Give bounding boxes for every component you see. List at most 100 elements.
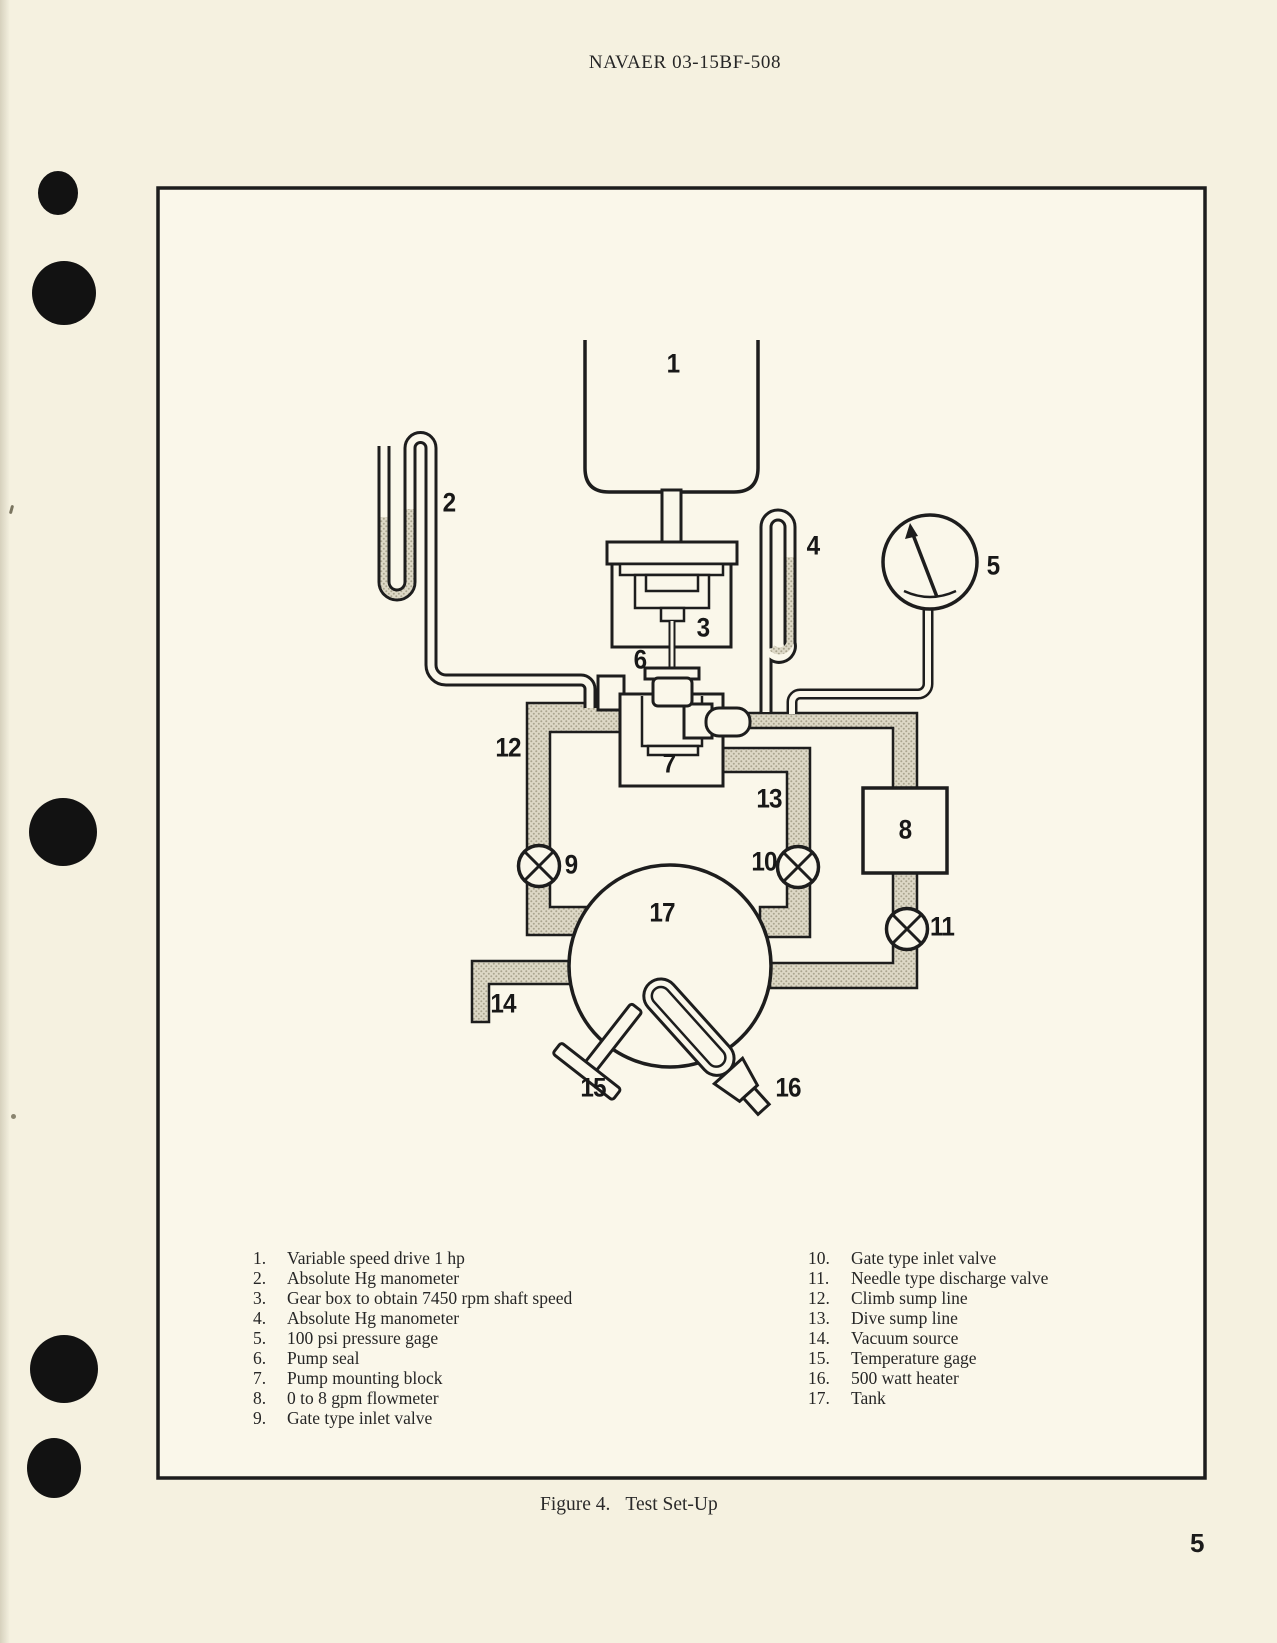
callout-8: 8 <box>898 814 913 845</box>
legend-col-left: 1. Variable speed drive 1 hp 2. Absolute Hg… <box>253 1248 572 1428</box>
legend-item-label: Pump seal <box>287 1348 360 1368</box>
legend-item-number: 1. <box>253 1248 267 1268</box>
punch-hole <box>29 798 97 866</box>
callout-14: 14 <box>490 988 516 1019</box>
legend-item: 11. Needle type discharge valve <box>808 1268 1048 1288</box>
legend-item-label: Pump mounting block <box>287 1368 443 1388</box>
page-edge-shadow <box>0 0 10 1643</box>
legend-item: 8. 0 to 8 gpm flowmeter <box>253 1388 572 1408</box>
legend-item-label: Gate type inlet valve <box>851 1248 997 1268</box>
legend-item-label: Needle type discharge valve <box>851 1268 1049 1288</box>
pressure-gage <box>786 513 979 714</box>
doc-number: NAVAER 03-15BF-508 <box>588 52 782 73</box>
callout-6: 6 <box>633 644 648 675</box>
legend-item-number: 6. <box>253 1348 267 1368</box>
legend-item: 7. Pump mounting block <box>253 1368 572 1388</box>
paper-speck <box>11 1114 16 1119</box>
legend-item-label: Gate type inlet valve <box>287 1408 433 1428</box>
legend-item-number: 12. <box>808 1288 830 1308</box>
callout-3: 3 <box>696 612 711 643</box>
gage-needle-tip <box>905 523 918 539</box>
legend-item: 4.Absolute Hg manometer <box>253 1308 572 1328</box>
legend-item: 2. Absolute Hg manometer <box>253 1268 572 1288</box>
flowmeter <box>861 786 949 875</box>
punch-hole <box>32 261 96 325</box>
legend-item-label: Gear box to obtain 7450 rpm shaft speed <box>287 1288 573 1308</box>
gear-box <box>605 540 739 674</box>
callout-12: 12 <box>495 732 521 763</box>
valve-needle-discharge-11 <box>884 906 930 952</box>
legend-col-right: 10. Gate type inlet valve 11. Needle type d… <box>808 1248 1048 1408</box>
callout-10: 10 <box>751 846 777 877</box>
legend-item-number: 8. <box>253 1388 267 1408</box>
valve-gate-inlet-10 <box>775 844 821 890</box>
pump-mounting-block <box>596 674 752 788</box>
legend-item: 10. Gate type inlet valve <box>808 1248 1048 1268</box>
legend-item-label: Vacuum source <box>851 1328 959 1348</box>
legend-item: 12. Climb sump line <box>808 1288 1048 1308</box>
punch-hole <box>27 1438 81 1498</box>
dive-sump-line <box>716 746 812 939</box>
callout-11: 11 <box>930 911 955 942</box>
legend-item-number: 13. <box>808 1308 830 1328</box>
callout-2: 2 <box>442 487 457 518</box>
legend-item: 13. Dive sump line <box>808 1308 1048 1328</box>
mercury-column <box>769 557 794 655</box>
legend-item: 3. Gear box to obtain 7450 rpm shaft spee… <box>253 1288 572 1308</box>
legend-item: 1. Variable speed drive 1 hp <box>253 1248 572 1268</box>
legend-item: 17. Tank <box>808 1388 1048 1408</box>
legend-item-label: Climb sump line <box>851 1288 968 1308</box>
legend-item-number: 10. <box>808 1248 830 1268</box>
legend-item-number: 11. <box>808 1268 830 1288</box>
pump-seal <box>643 666 701 708</box>
legend-item-label: Temperature gage <box>851 1348 977 1368</box>
legend-item-number: 17. <box>808 1388 830 1408</box>
legend-item-label: Dive sump line <box>851 1308 958 1328</box>
variable-speed-drive <box>583 340 760 548</box>
legend-item: 5. 100 psi pressure gage <box>253 1328 572 1348</box>
legend-item-label: 0 to 8 gpm flowmeter <box>287 1388 439 1408</box>
gage-needle <box>910 531 939 598</box>
legend-item-number: 15. <box>808 1348 830 1368</box>
callout-16: 16 <box>775 1072 801 1103</box>
legend-item-number: 14. <box>808 1328 830 1348</box>
legend-item-number: 2. <box>253 1268 267 1288</box>
legend-item-number: 5. <box>253 1328 267 1348</box>
figure-title: Test Set-Up <box>625 1494 718 1515</box>
legend-item-number: 7. <box>253 1368 267 1388</box>
callout-5: 5 <box>986 550 1001 581</box>
callout-4: 4 <box>806 530 821 561</box>
legend-item-number: 3. <box>253 1288 267 1308</box>
legend-item-number: 16. <box>808 1368 830 1388</box>
valve-gate-inlet-9 <box>516 843 562 889</box>
legend-item-label: Absolute Hg manometer <box>287 1268 460 1288</box>
legend-item-label: Tank <box>851 1388 886 1408</box>
legend-item-label: 100 psi pressure gage <box>287 1328 439 1348</box>
callout-17: 17 <box>649 897 675 928</box>
manometer-left <box>377 431 597 708</box>
callout-15: 15 <box>580 1072 606 1103</box>
legend-item: 6. Pump seal <box>253 1348 572 1368</box>
legend-item-number: 9. <box>253 1408 267 1428</box>
legend-item-label: 500 watt heater <box>851 1368 959 1388</box>
legend-item-number: 4. <box>253 1308 267 1328</box>
temperature-gage-probe <box>552 1002 643 1101</box>
callout-7: 7 <box>662 748 677 779</box>
mercury-column <box>380 509 414 599</box>
punch-hole <box>38 171 78 215</box>
figure-caption: Figure 4. Test Set-Up <box>540 1494 718 1516</box>
page-number: 5 <box>1190 1528 1205 1558</box>
legend-item: 15. Temperature gage <box>808 1348 1048 1368</box>
legend-item-label: Variable speed drive 1 hp <box>287 1248 465 1268</box>
callout-9: 9 <box>564 849 579 880</box>
heater-element <box>642 977 772 1117</box>
callout-1: 1 <box>666 348 681 379</box>
punch-hole <box>30 1335 98 1403</box>
legend-item: 16. 500 watt heater <box>808 1368 1048 1388</box>
manometer-right <box>759 508 797 712</box>
figure-label: Figure 4. <box>540 1494 611 1515</box>
